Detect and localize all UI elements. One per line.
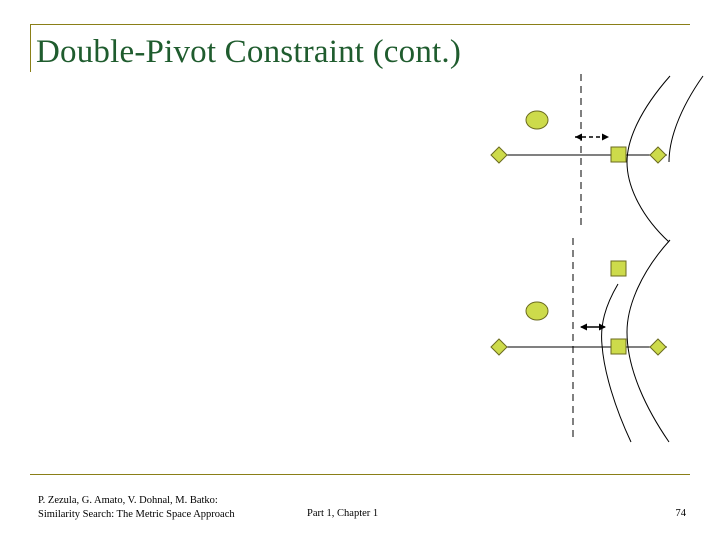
ball-boundary-curve-bottom-2 bbox=[601, 283, 632, 443]
object-bottom-upper bbox=[610, 260, 627, 277]
title-rule bbox=[30, 24, 690, 25]
footer-credit-line-2: Similarity Search: The Metric Space Appr… bbox=[38, 509, 235, 520]
ball-boundary-curve-top-2 bbox=[668, 75, 704, 163]
query-object-bottom bbox=[525, 301, 549, 321]
distance-arrow-top bbox=[575, 133, 609, 141]
footer-credit: P. Zezula, G. Amato, V. Dohnal, M. Batko… bbox=[38, 494, 235, 522]
footer-page-number: 74 bbox=[675, 508, 687, 519]
ball-boundary-curve-top bbox=[626, 75, 671, 243]
double-pivot-constraint-diagram bbox=[455, 70, 705, 460]
footer-credit-line-1: P. Zezula, G. Amato, V. Dohnal, M. Batko… bbox=[38, 495, 218, 506]
pivot-right-bottom bbox=[649, 338, 667, 356]
footer-chapter: Part 1, Chapter 1 bbox=[307, 508, 379, 519]
pivot-right-top bbox=[649, 146, 667, 164]
title-tick bbox=[30, 24, 31, 72]
page-title: Double-Pivot Constraint (cont.) bbox=[36, 34, 462, 70]
object-top bbox=[610, 146, 627, 163]
object-bottom-lower bbox=[610, 338, 627, 355]
slide-footer: P. Zezula, G. Amato, V. Dohnal, M. Batko… bbox=[0, 474, 720, 540]
distance-arrow-bottom bbox=[580, 323, 606, 331]
pivot-left-top bbox=[490, 146, 508, 164]
query-object-top bbox=[525, 110, 549, 130]
ball-boundary-curve-bottom bbox=[626, 239, 671, 443]
footer-rule bbox=[30, 474, 690, 475]
pivot-left-bottom bbox=[490, 338, 508, 356]
